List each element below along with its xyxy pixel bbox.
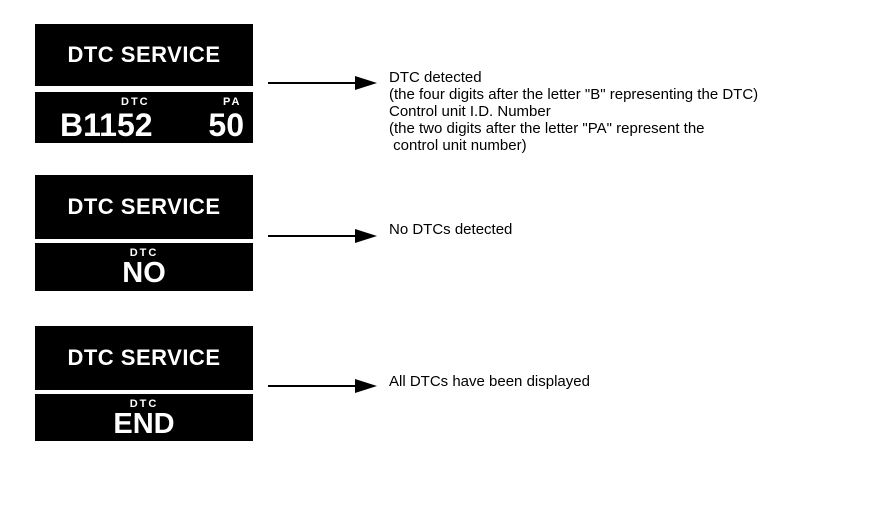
pa-value: 50: [208, 107, 244, 143]
dtc-end-screen: DTC END: [35, 394, 253, 441]
annotation-dtc-detected: DTC detected (the four digits after the …: [389, 69, 758, 154]
annotation-line: control unit number): [389, 137, 527, 154]
pa-label: PA: [223, 96, 242, 108]
annotation-no-dtcs: No DTCs detected: [389, 221, 512, 238]
dtc-code-screen-1: DTC PA B1152 50: [35, 92, 253, 143]
annotation-line: (the four digits after the letter "B" re…: [389, 86, 759, 103]
dtc-service-screen-2: DTC SERVICE: [35, 175, 253, 239]
annotation-line: Control unit I.D. Number: [389, 103, 551, 120]
annotation-line: DTC detected: [389, 69, 482, 86]
arrow-right-icon: [355, 379, 377, 393]
arrow-right-icon: [355, 229, 377, 243]
arrow-right-icon: [355, 76, 377, 90]
dtc-service-screen-3: DTC SERVICE: [35, 326, 253, 390]
dtc-code-value: B1152: [60, 107, 153, 143]
flow-arrow-3: [268, 378, 377, 394]
dtc-label: DTC: [121, 96, 150, 108]
annotation-all-displayed: All DTCs have been displayed: [389, 373, 590, 390]
arrow-line: [268, 82, 355, 84]
flow-arrow-2: [268, 228, 377, 244]
dtc-label: DTC: [129, 398, 159, 410]
annotation-line: (the two digits after the letter "PA" re…: [389, 120, 705, 137]
screen-title: DTC SERVICE: [67, 194, 221, 219]
dtc-no-screen: DTC NO: [35, 243, 253, 291]
dtc-label: DTC: [129, 247, 159, 259]
dtc-no-value: NO: [122, 257, 166, 289]
arrow-line: [268, 385, 355, 387]
arrow-line: [268, 235, 355, 237]
screen-title: DTC SERVICE: [67, 42, 221, 67]
dtc-end-value: END: [113, 408, 175, 440]
dtc-service-screen-1: DTC SERVICE: [35, 24, 253, 86]
screen-title: DTC SERVICE: [67, 345, 221, 370]
annotation-line: All DTCs have been displayed: [389, 373, 590, 390]
annotation-line: No DTCs detected: [389, 221, 513, 238]
flow-arrow-1: [268, 75, 377, 91]
